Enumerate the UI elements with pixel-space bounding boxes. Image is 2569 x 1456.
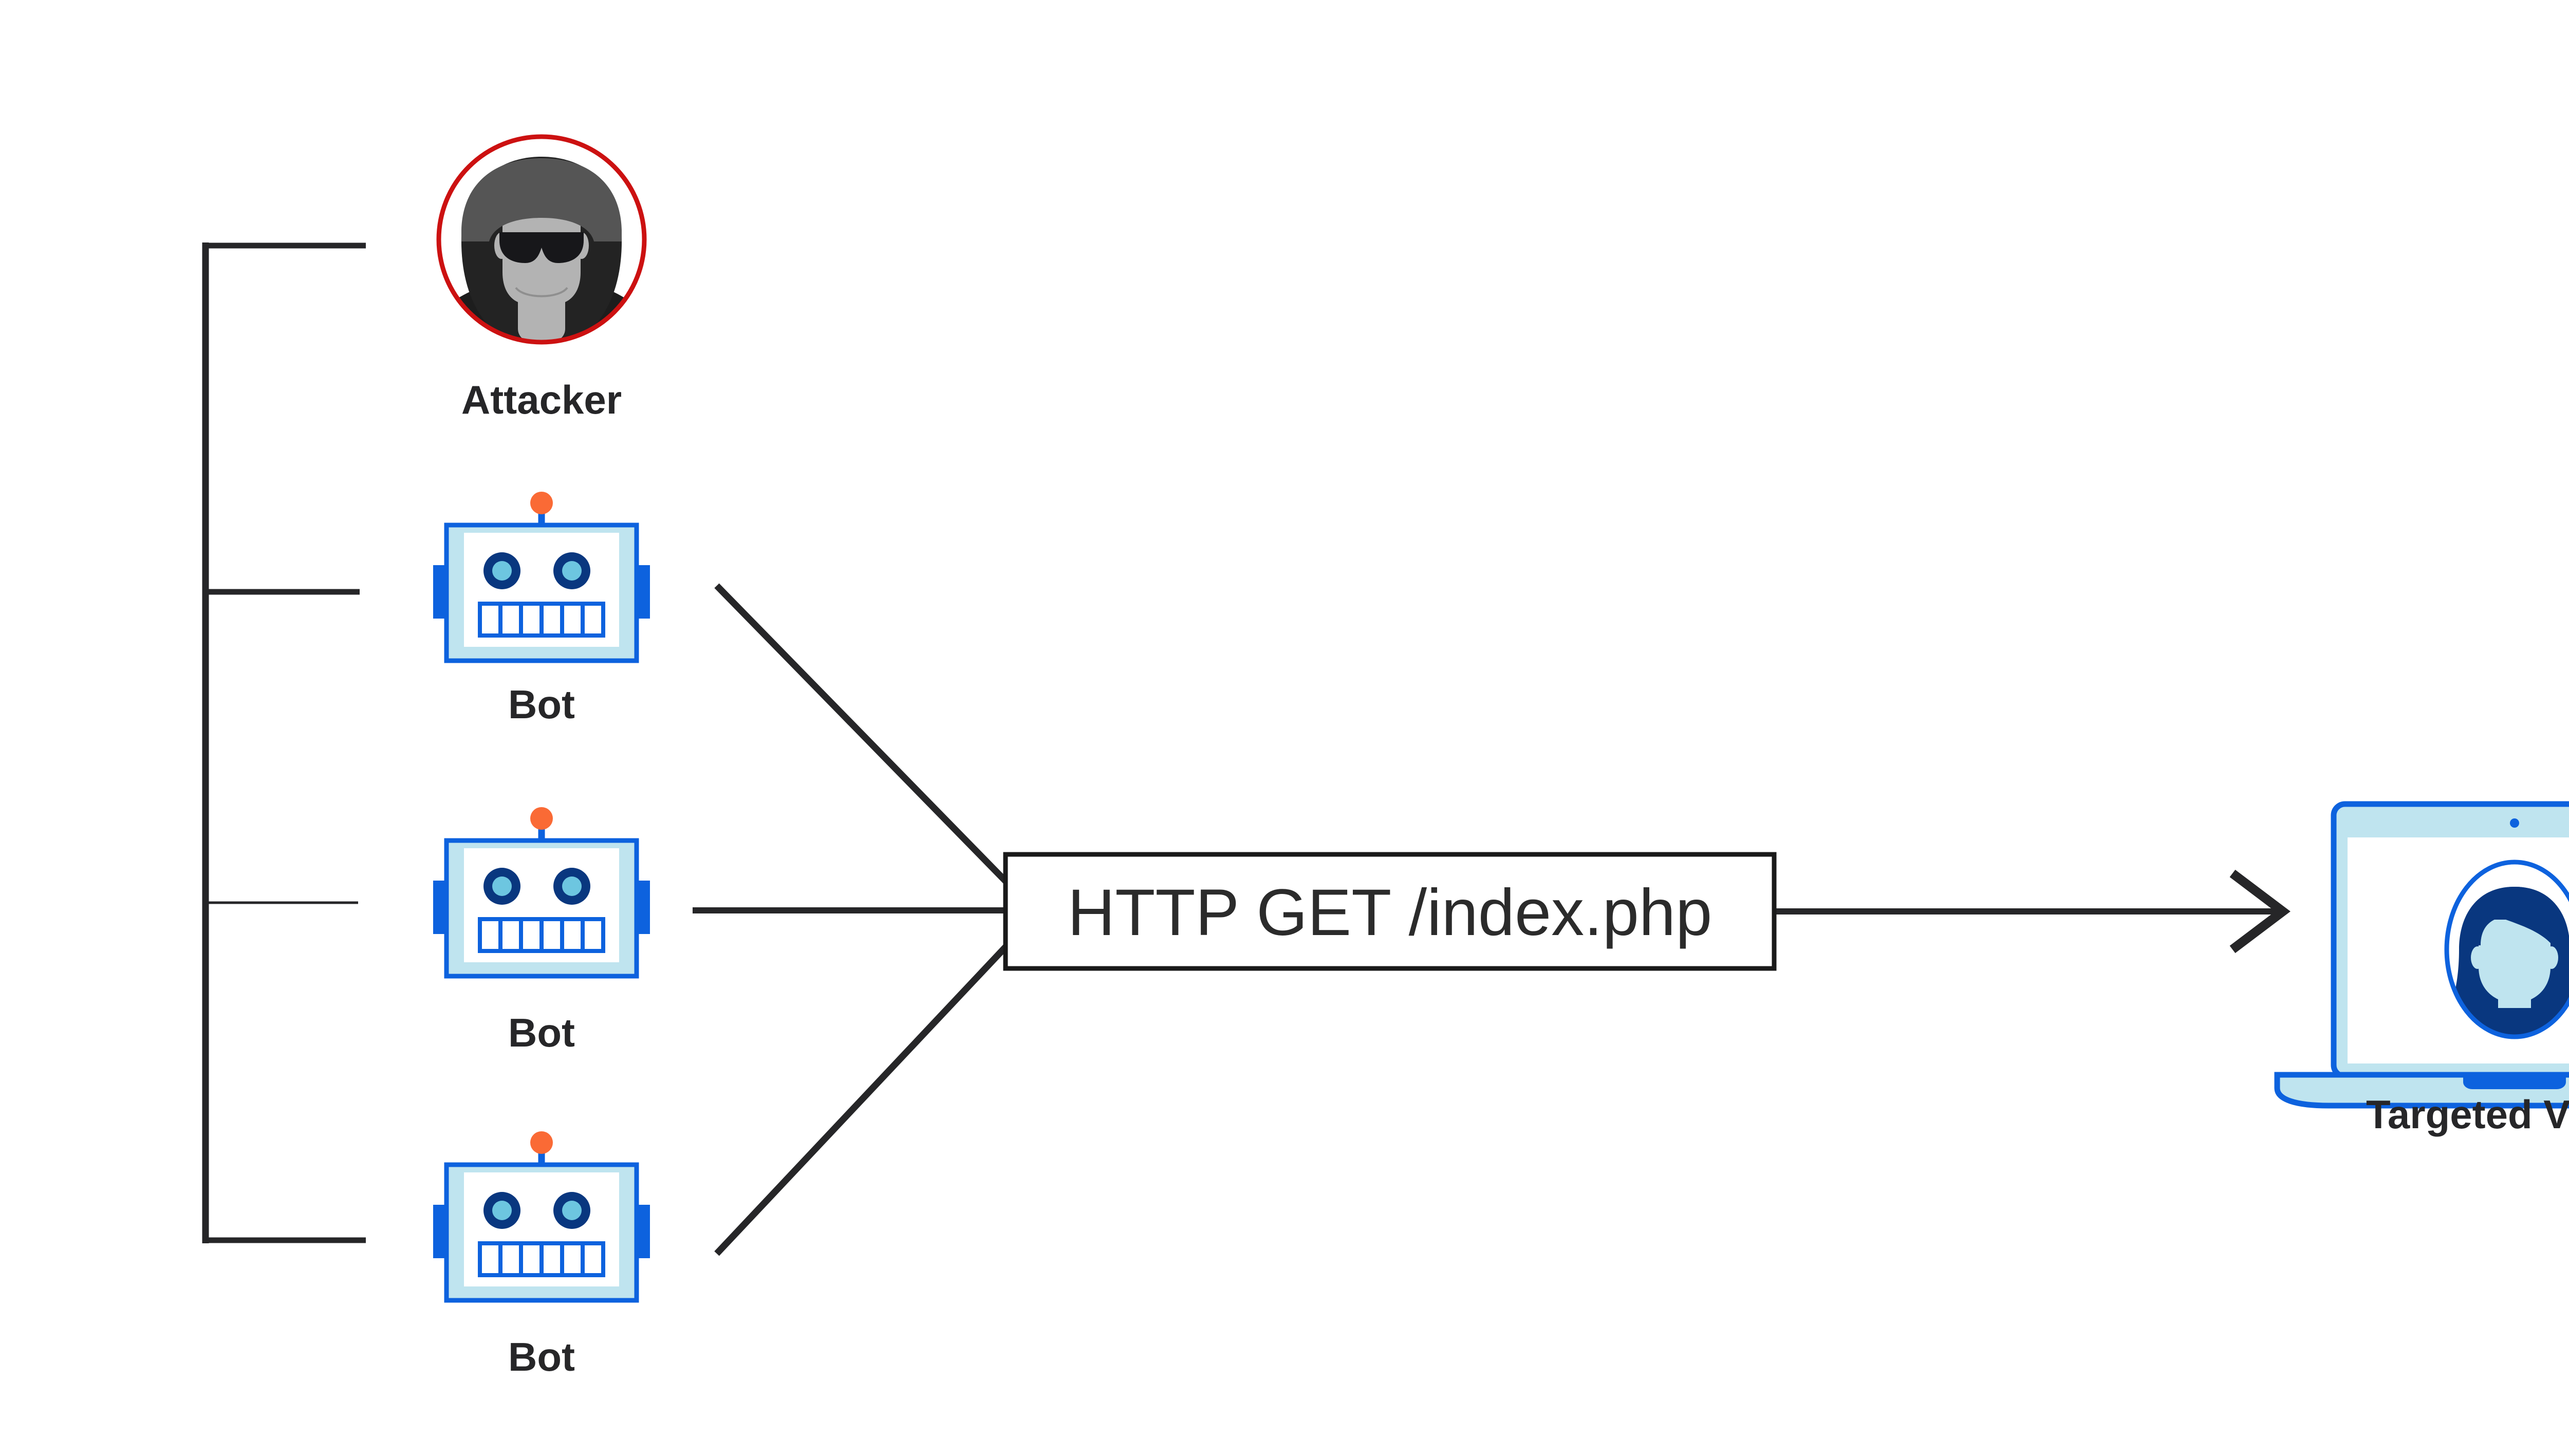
bot2-label: Bot [508, 1010, 575, 1055]
bot-to-request-edges [693, 583, 1011, 1256]
hood-outer-shape [461, 158, 622, 241]
request-to-victim-arrow [1775, 869, 2291, 954]
avatar-ear-left [2471, 946, 2484, 969]
bot-eye-left-inner [492, 561, 512, 581]
avatar-hair-fringe-shape [2461, 887, 2568, 945]
laptop-trackpad-shape [2463, 1075, 2566, 1089]
robot-icon [433, 807, 650, 979]
robot-icon [433, 492, 650, 663]
bot-antenna-dot-icon [530, 807, 553, 830]
user-avatar-icon [2444, 860, 2569, 1039]
avatar-ring-icon [2444, 860, 2569, 1039]
robot-icon [433, 1131, 650, 1303]
bot-eye-right-inner [562, 1201, 582, 1220]
bot-eye-left-inner [492, 876, 512, 896]
arrow-head-icon [2229, 869, 2291, 954]
laptop-user-icon [2274, 801, 2569, 1109]
edge-bot1-to-request [714, 583, 1011, 886]
jaw-line [515, 287, 568, 297]
attacker-botnet-bracket [202, 242, 366, 1243]
edge-bot3-to-request [714, 942, 1011, 1256]
bot1-label: Bot [508, 682, 575, 727]
bot-antenna-dot-icon [530, 492, 553, 514]
bot-eye-right-inner [562, 561, 582, 581]
bot-eye-right-inner [562, 876, 582, 896]
sunglasses-icon [499, 232, 584, 263]
avatar-ear-right [2545, 946, 2558, 969]
request-box-label: HTTP GET /index.php [1068, 876, 1712, 949]
bot-mouth-grid [478, 1241, 605, 1277]
bot-eye-left-inner [492, 1201, 512, 1220]
bot-mouth-grid [478, 602, 605, 638]
bot3-label: Bot [508, 1334, 575, 1379]
avatar-face-shape [2479, 920, 2551, 1003]
bot-antenna-dot-icon [530, 1131, 553, 1154]
bot-mouth-grid [478, 917, 605, 953]
http-request-box[interactable]: HTTP GET /index.php [1003, 852, 1777, 971]
request-box-rect [1003, 852, 1777, 971]
laptop-webcam-icon [2510, 818, 2519, 828]
victim-label: Targeted Victim [2366, 1092, 2569, 1137]
attacker-label: Attacker [461, 377, 622, 422]
attacker-ring-icon [436, 134, 647, 345]
